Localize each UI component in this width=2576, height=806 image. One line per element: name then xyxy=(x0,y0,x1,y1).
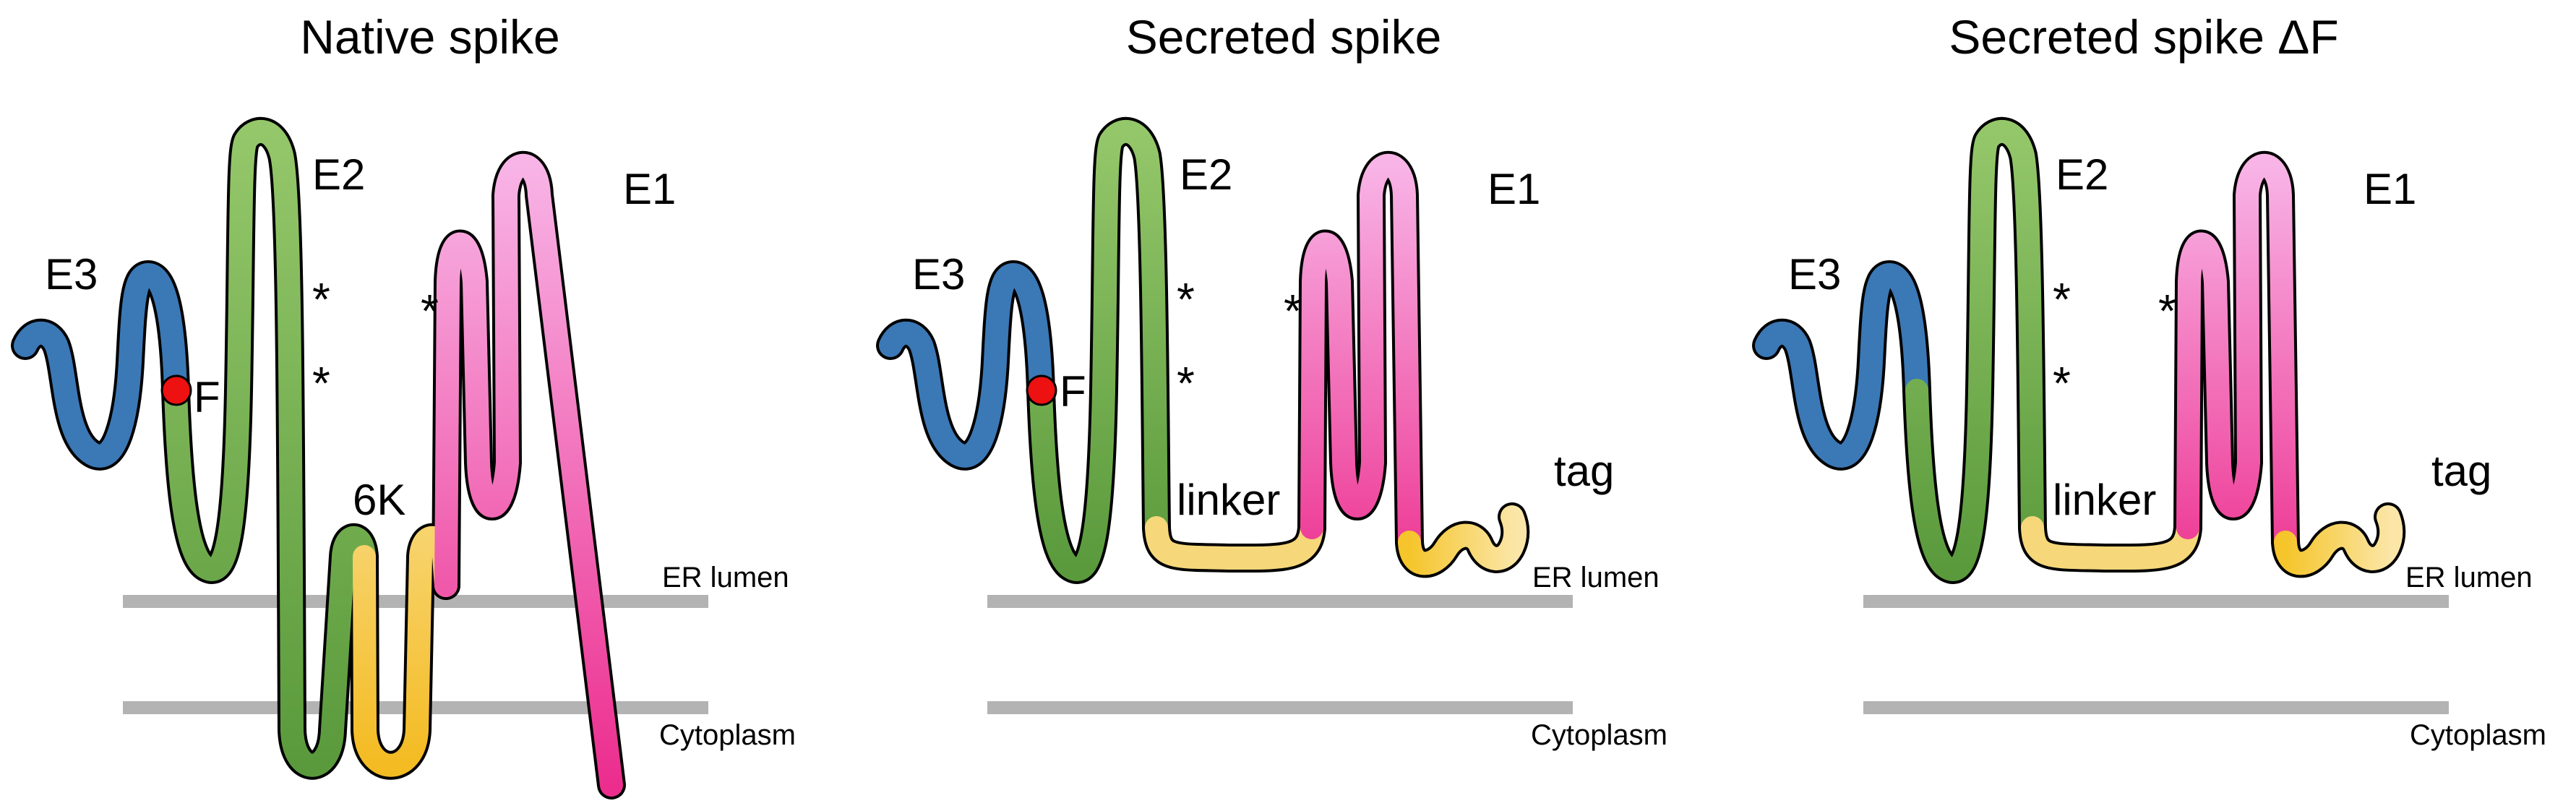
asterisk-marker: * xyxy=(1284,285,1302,337)
e2-domain xyxy=(1029,119,1168,581)
e3-label: E3 xyxy=(1788,250,1841,299)
asterisk-marker: * xyxy=(2158,285,2176,337)
asterisk-marker: * xyxy=(312,273,330,325)
tag-segment xyxy=(2274,505,2403,575)
e3-label: E3 xyxy=(912,250,965,299)
panel-title: Native spike xyxy=(300,10,560,64)
cytoplasm-label: Cytoplasm xyxy=(2410,719,2546,751)
linker-segment xyxy=(1145,516,1323,570)
e3-domain xyxy=(879,263,1052,468)
furin-site-marker xyxy=(1026,374,1057,406)
tag-label: tag xyxy=(2431,447,2491,495)
furin-site-marker xyxy=(160,374,192,406)
e1-label: E1 xyxy=(2364,165,2416,213)
panel-secreted-delta-f: Secreted spike ΔF ER lumen Cytoplasm E3 … xyxy=(1752,10,2546,751)
e3-domain xyxy=(14,263,187,468)
e3-label: E3 xyxy=(45,250,98,299)
e2-domain xyxy=(1905,119,2044,581)
furin-label: F xyxy=(194,373,220,421)
tag-segment xyxy=(1398,505,1527,575)
e1-domain xyxy=(1300,153,1421,554)
sixk-label: 6K xyxy=(353,476,405,524)
er-lumen-label: ER lumen xyxy=(2405,562,2533,593)
e3-domain xyxy=(1755,263,1928,468)
panel-title: Secreted spike xyxy=(1126,10,1442,64)
er-lumen-label: ER lumen xyxy=(1532,562,1660,593)
panel-secreted: Secreted spike ER lumen Cytoplasm F E3 E… xyxy=(876,10,1667,751)
asterisk-marker: * xyxy=(2053,273,2071,325)
e1-domain xyxy=(2176,153,2297,554)
asterisk-marker: * xyxy=(421,285,439,337)
linker-label: linker xyxy=(1177,476,1280,524)
e1-label: E1 xyxy=(1487,165,1540,213)
e1-domain xyxy=(434,153,623,797)
e1-label: E1 xyxy=(623,165,676,213)
e2-label: E2 xyxy=(312,150,365,199)
panel-title: Secreted spike ΔF xyxy=(1949,10,2338,64)
linker-label: linker xyxy=(2053,476,2156,524)
asterisk-marker: * xyxy=(312,357,330,409)
panel-native: Native spike ER lumen Cytoplasm F E3 E2 … xyxy=(11,10,796,799)
cytoplasm-label: Cytoplasm xyxy=(1531,719,1667,751)
e2-label: E2 xyxy=(1180,150,1232,199)
asterisk-marker: * xyxy=(2053,357,2071,409)
asterisk-marker: * xyxy=(1177,273,1195,325)
er-lumen-label: ER lumen xyxy=(662,562,789,593)
e2-domain xyxy=(164,119,376,777)
tag-label: tag xyxy=(1554,447,1614,495)
e2-label: E2 xyxy=(2056,150,2108,199)
furin-label: F xyxy=(1060,367,1086,416)
asterisk-marker: * xyxy=(1177,357,1195,409)
cytoplasm-label: Cytoplasm xyxy=(659,719,796,751)
linker-segment xyxy=(2021,516,2199,570)
